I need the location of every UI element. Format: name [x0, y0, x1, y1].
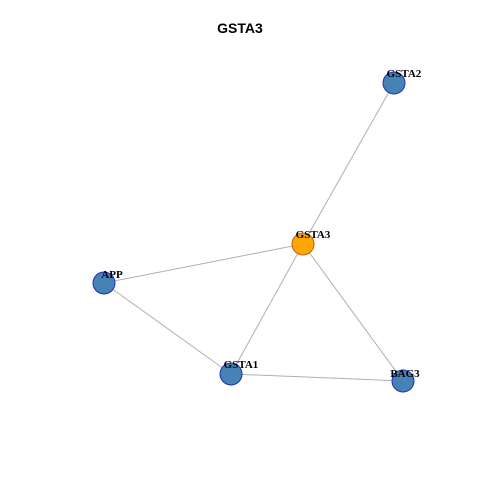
node-label-bag3: BAG3	[390, 368, 420, 380]
node-app[interactable]	[92, 271, 116, 295]
node-gsta1[interactable]	[219, 362, 243, 386]
edges-layer	[103, 82, 404, 382]
node-label-gsta3: GSTA3	[296, 229, 331, 241]
edge-app-gsta1	[103, 282, 232, 375]
node-gsta3[interactable]	[291, 232, 315, 256]
graph-title: GSTA3	[217, 20, 263, 36]
node-bag3[interactable]	[391, 369, 415, 393]
node-gsta2[interactable]	[382, 71, 406, 95]
node-label-gsta2: GSTA2	[387, 68, 422, 80]
edge-gsta3-gsta1	[230, 243, 304, 375]
edge-gsta3-app	[103, 243, 304, 284]
node-label-app: APP	[101, 269, 123, 281]
edge-gsta1-bag3	[230, 373, 404, 382]
edge-gsta3-bag3	[302, 243, 404, 382]
node-label-gsta1: GSTA1	[224, 359, 259, 371]
edge-gsta2-gsta3	[302, 82, 395, 245]
nodes-layer	[92, 71, 415, 393]
